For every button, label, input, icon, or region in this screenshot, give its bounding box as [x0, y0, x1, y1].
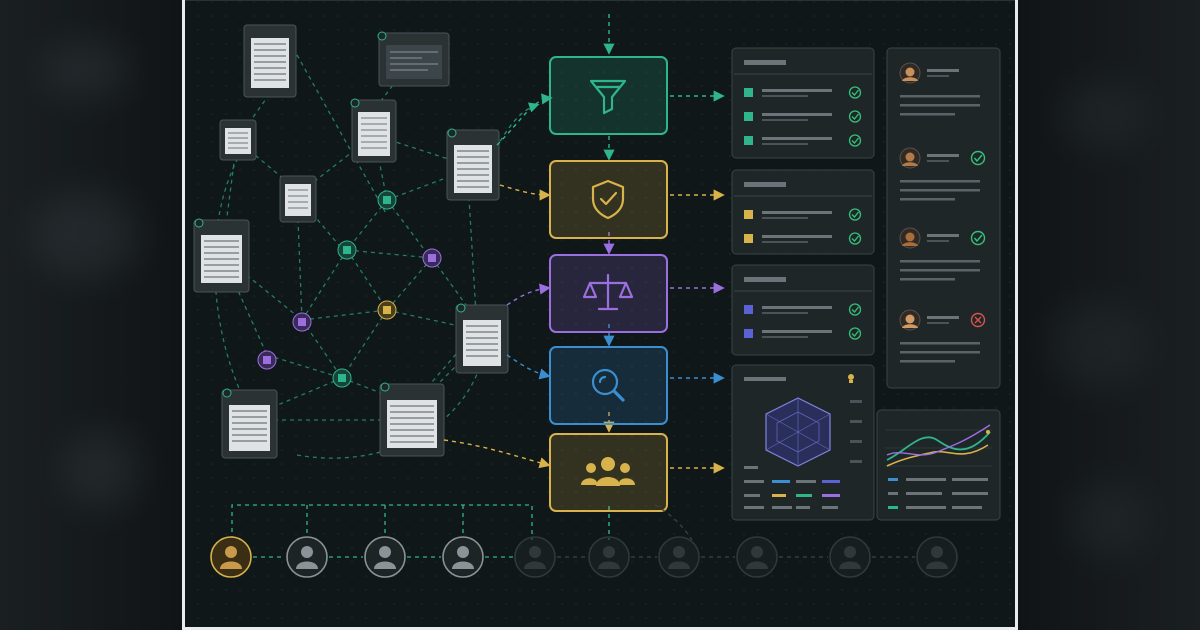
result-cards	[731, 47, 875, 356]
node-purple-1[interactable]	[422, 248, 442, 268]
result-card-2[interactable]	[731, 169, 875, 255]
funnel-icon	[589, 79, 627, 115]
check-circle-icon	[848, 327, 862, 340]
node-gold-1[interactable]	[377, 300, 397, 320]
document-card[interactable]	[193, 218, 250, 293]
blurred-right-backdrop	[1018, 0, 1200, 630]
document-card[interactable]	[350, 98, 397, 163]
pipeline-stage-3[interactable]	[549, 254, 668, 333]
check-circle-icon	[848, 208, 862, 221]
timeline-avatar[interactable]	[588, 536, 630, 578]
network-nodes	[257, 190, 442, 388]
node-purple-2[interactable]	[292, 312, 312, 332]
document-card[interactable]	[446, 128, 500, 201]
user-icon	[524, 546, 546, 569]
workflow-diagram	[182, 0, 1018, 630]
pipeline-to-results	[670, 90, 725, 474]
result-row	[744, 86, 862, 99]
user-icon	[598, 546, 620, 569]
pipeline-stage-5[interactable]	[549, 433, 668, 512]
result-row	[744, 208, 862, 221]
timeline-avatar[interactable]	[736, 536, 778, 578]
timeline-avatar[interactable]	[514, 536, 556, 578]
document-card[interactable]	[455, 303, 509, 374]
pipeline-stage-2[interactable]	[549, 160, 668, 239]
node-teal-2[interactable]	[337, 240, 357, 260]
avatar	[899, 62, 921, 84]
document-card[interactable]	[279, 175, 317, 223]
magnifier-icon	[591, 368, 625, 402]
timeline-links	[231, 504, 693, 541]
timeline-avatars	[210, 536, 958, 578]
result-row	[744, 232, 862, 245]
avatar	[899, 309, 921, 331]
reviewer-entry[interactable]	[899, 309, 986, 363]
network-to-pipeline	[443, 93, 553, 469]
reviewer-entry[interactable]	[899, 147, 986, 201]
line-chart-card	[876, 409, 1001, 521]
node-purple-3[interactable]	[257, 350, 277, 370]
check-circle-icon	[848, 86, 862, 99]
document-card[interactable]	[219, 119, 257, 161]
check-circle-icon	[970, 230, 986, 246]
user-icon	[220, 546, 242, 569]
result-row	[744, 110, 862, 123]
timeline-avatar[interactable]	[829, 536, 871, 578]
node-teal-1[interactable]	[377, 190, 397, 210]
timeline-avatar[interactable]	[286, 536, 328, 578]
document-card[interactable]	[221, 388, 278, 459]
people-group-icon	[581, 457, 635, 486]
scales-icon	[582, 273, 634, 311]
reviewers-panel	[886, 47, 1001, 389]
shield-check-icon	[591, 179, 625, 220]
timeline-avatar[interactable]	[916, 536, 958, 578]
avatar	[899, 147, 921, 169]
reviewer-entry[interactable]	[899, 227, 986, 281]
pipeline-stage-4[interactable]	[549, 346, 668, 425]
user-icon	[926, 546, 948, 569]
bulb-icon	[848, 374, 854, 383]
timeline-avatar[interactable]	[442, 536, 484, 578]
pipeline-stage-1[interactable]	[549, 56, 668, 135]
check-circle-icon	[848, 110, 862, 123]
result-row	[744, 327, 862, 340]
check-circle-icon	[848, 232, 862, 245]
node-teal-3[interactable]	[332, 368, 352, 388]
document-card[interactable]	[379, 382, 445, 457]
user-icon	[839, 546, 861, 569]
result-card-1[interactable]	[731, 47, 875, 159]
check-circle-icon	[848, 303, 862, 316]
document-cards	[193, 24, 509, 459]
check-circle-icon	[848, 134, 862, 147]
timeline-avatar[interactable]	[364, 536, 406, 578]
document-card[interactable]	[243, 24, 297, 98]
reject-x-icon	[970, 312, 986, 328]
result-row	[744, 303, 862, 316]
timeline-avatar[interactable]	[658, 536, 700, 578]
document-card[interactable]	[377, 31, 450, 87]
check-circle-icon	[970, 150, 986, 166]
reviewer-entry[interactable]	[899, 62, 980, 116]
avatar	[899, 227, 921, 249]
analytics-card	[731, 364, 875, 521]
user-icon	[452, 546, 474, 569]
timeline-avatar[interactable]	[210, 536, 252, 578]
result-card-3[interactable]	[731, 264, 875, 356]
pipeline-stages	[549, 56, 668, 512]
user-icon	[374, 546, 396, 569]
blurred-left-backdrop	[0, 0, 182, 630]
result-row	[744, 134, 862, 147]
user-icon	[296, 546, 318, 569]
user-icon	[746, 546, 768, 569]
user-icon	[668, 546, 690, 569]
